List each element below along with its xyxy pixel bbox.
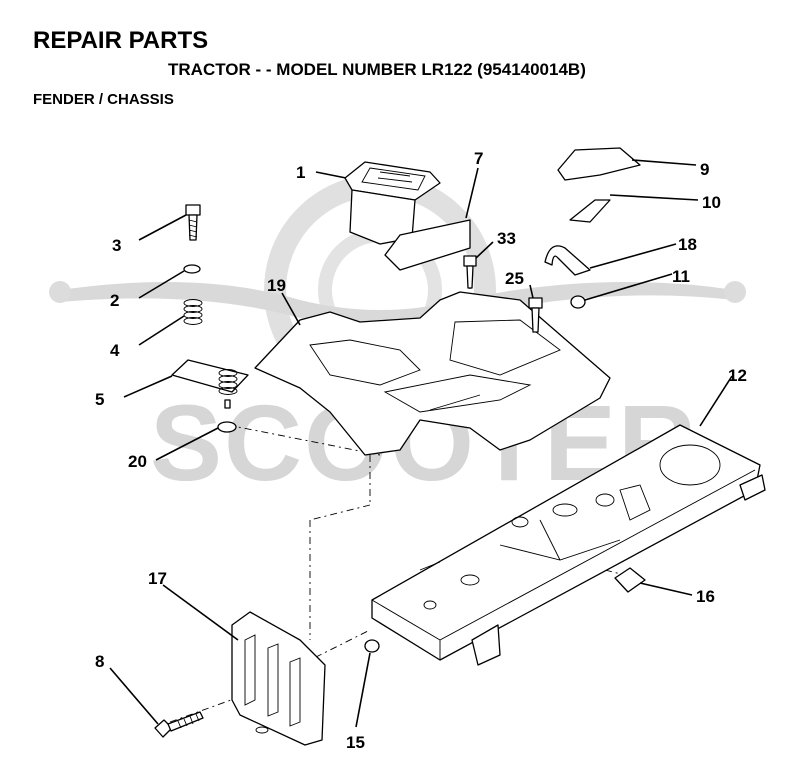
callout-33: 33: [497, 229, 516, 248]
model-subtitle: TRACTOR - - MODEL NUMBER LR122 (95414001…: [168, 60, 586, 79]
callouts: 1 7 3 2 4 5 20 19 33 25 9 10 18 11 12 16…: [95, 149, 747, 752]
callout-11: 11: [672, 267, 690, 286]
callout-18: 18: [678, 235, 697, 254]
callout-8: 8: [95, 652, 104, 671]
callout-12: 12: [728, 366, 747, 385]
watermark: SCOOTER: [49, 174, 746, 503]
part-1-battery-box: [344, 161, 441, 245]
part-10-plate: [569, 199, 611, 223]
part-3-bolt: [185, 204, 201, 241]
part-8-bolt: [154, 711, 204, 738]
part-19-fender: [254, 291, 611, 456]
callout-20: 20: [128, 452, 147, 471]
callout-19: 19: [267, 276, 286, 295]
callout-2: 2: [110, 291, 119, 310]
part-7-pad: [384, 219, 471, 271]
callout-5: 5: [95, 390, 104, 409]
section-title: FENDER / CHASSIS: [33, 91, 174, 108]
callout-15: 15: [346, 733, 365, 752]
callout-10: 10: [702, 193, 721, 212]
part-33-screw: [463, 255, 477, 289]
part-2-washer: [183, 264, 201, 274]
part-11-nut: [570, 295, 586, 309]
part-18-clip: [544, 245, 591, 276]
callout-17: 17: [148, 569, 167, 588]
part-4-spring: [183, 299, 203, 325]
part-12-chassis: [371, 424, 766, 666]
callout-9: 9: [700, 160, 709, 179]
callout-16: 16: [696, 587, 715, 606]
part-15-nut: [364, 639, 380, 653]
part-16-clip: [614, 567, 646, 593]
part-25-screw: [528, 297, 543, 333]
part-17-plate: [231, 611, 326, 746]
part-5-bracket: [171, 359, 249, 409]
callout-25: 25: [505, 269, 524, 288]
callout-1: 1: [296, 163, 305, 182]
callout-4: 4: [110, 341, 120, 360]
leader-lines: [109, 159, 733, 728]
page-title: REPAIR PARTS: [33, 27, 209, 54]
part-9-panel: [557, 147, 641, 181]
part-20-washer: [217, 421, 237, 433]
callout-3: 3: [112, 236, 121, 255]
callout-7: 7: [474, 149, 483, 168]
